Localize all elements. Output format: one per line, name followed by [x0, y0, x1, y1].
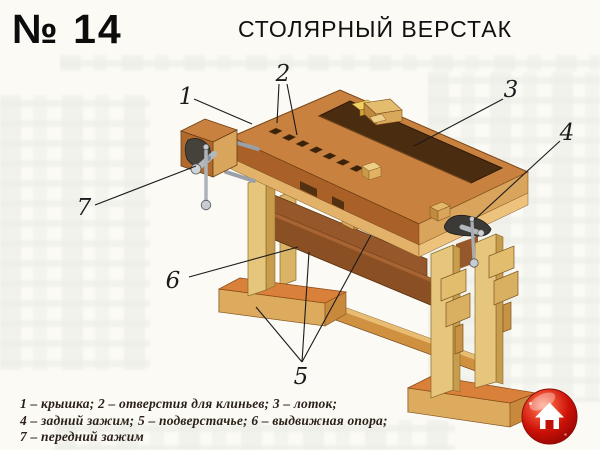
- tray-blocks: [351, 98, 403, 126]
- home-button[interactable]: [520, 387, 579, 446]
- left-foot: [217, 277, 348, 327]
- wedge-holes: [268, 127, 378, 179]
- callout-7: 7: [77, 195, 92, 221]
- right-foot: [406, 375, 538, 428]
- caption-line-1: 1 – крышка; 2 – отверстия для клиньев; 3…: [20, 396, 338, 411]
- caption-line-3: 7 – передний зажим: [20, 429, 144, 444]
- leg-clamp-rear: [488, 245, 519, 333]
- callout-6: 6: [166, 268, 181, 294]
- leg-clamp-front: [440, 268, 471, 355]
- front-vise: [179, 118, 260, 211]
- callout-5: 5: [294, 364, 309, 390]
- rear-vise: [429, 201, 492, 268]
- home-icon: [521, 388, 578, 445]
- tray: [317, 100, 504, 184]
- left-front-leg: [247, 175, 276, 297]
- figure-caption: 1 – крышка; 2 – отверстия для клиньев; 3…: [20, 396, 388, 446]
- caption-line-2: 4 – задний зажим; 5 – подверстачье; 6 – …: [20, 412, 388, 428]
- callout-lines: [94, 83, 561, 363]
- wedge-block: [361, 161, 382, 181]
- callout-2: 2: [275, 61, 291, 87]
- callout-1: 1: [179, 84, 194, 110]
- callout-3: 3: [504, 77, 519, 103]
- card-number: № 14: [12, 6, 123, 52]
- callout-4: 4: [559, 120, 575, 146]
- page-title: СТОЛЯРНЫЙ ВЕРСТАК: [237, 16, 513, 42]
- front-slots: [300, 181, 344, 210]
